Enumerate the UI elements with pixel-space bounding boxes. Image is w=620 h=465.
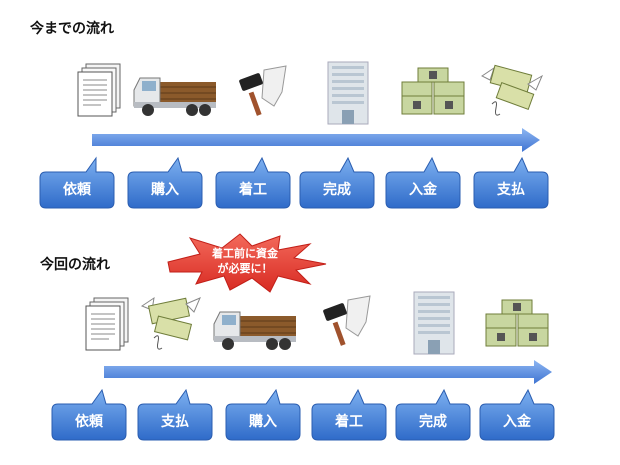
step-bubble: 完成 — [299, 156, 375, 209]
callout-line-2: が必要に！ — [217, 262, 273, 275]
truck-icon — [130, 72, 220, 122]
step-bubble: 依頼 — [51, 388, 127, 441]
step-label: 依頼 — [75, 414, 103, 430]
callout-line-1: 着工前に資金 — [212, 247, 278, 260]
building-icon — [326, 58, 372, 130]
step-bubble: 入金 — [479, 388, 555, 441]
section-title-previous: 今までの流れ — [30, 21, 114, 37]
money-stack-icon — [484, 298, 550, 354]
step-label: 購入 — [151, 182, 179, 198]
documents-icon — [84, 296, 134, 360]
step-bubble: 着工 — [215, 156, 291, 209]
step-label: 完成 — [323, 182, 351, 198]
step-bubble: 入金 — [385, 156, 461, 209]
warning-callout: 着工前に資金 が必要に！ — [160, 232, 330, 296]
step-label: 入金 — [503, 414, 531, 430]
building-icon — [412, 288, 458, 360]
step-label: 購入 — [249, 414, 277, 430]
hammer-icon — [234, 62, 294, 126]
step-label: 入金 — [409, 182, 437, 198]
documents-icon — [76, 62, 126, 126]
step-bubble: 依頼 — [39, 156, 115, 209]
money-stack-icon — [400, 66, 466, 122]
step-bubble: 支払 — [473, 156, 549, 209]
flying-money-icon — [478, 62, 548, 122]
timeline-arrow — [104, 360, 554, 388]
step-label: 着工 — [335, 414, 363, 430]
step-label: 支払 — [497, 182, 525, 198]
step-label: 支払 — [161, 414, 189, 430]
step-label: 完成 — [419, 414, 447, 430]
timeline-arrow — [92, 128, 542, 156]
step-label: 着工 — [239, 182, 267, 198]
step-bubble: 着工 — [311, 388, 387, 441]
step-bubble: 支払 — [137, 388, 213, 441]
hammer-icon — [318, 292, 378, 356]
step-label: 依頼 — [63, 182, 91, 198]
section-title-current: 今回の流れ — [40, 257, 110, 273]
step-bubble: 購入 — [127, 156, 203, 209]
flying-money-icon — [134, 294, 204, 358]
step-bubble: 購入 — [225, 388, 301, 441]
step-bubble: 完成 — [395, 388, 471, 441]
truck-icon — [210, 306, 300, 356]
